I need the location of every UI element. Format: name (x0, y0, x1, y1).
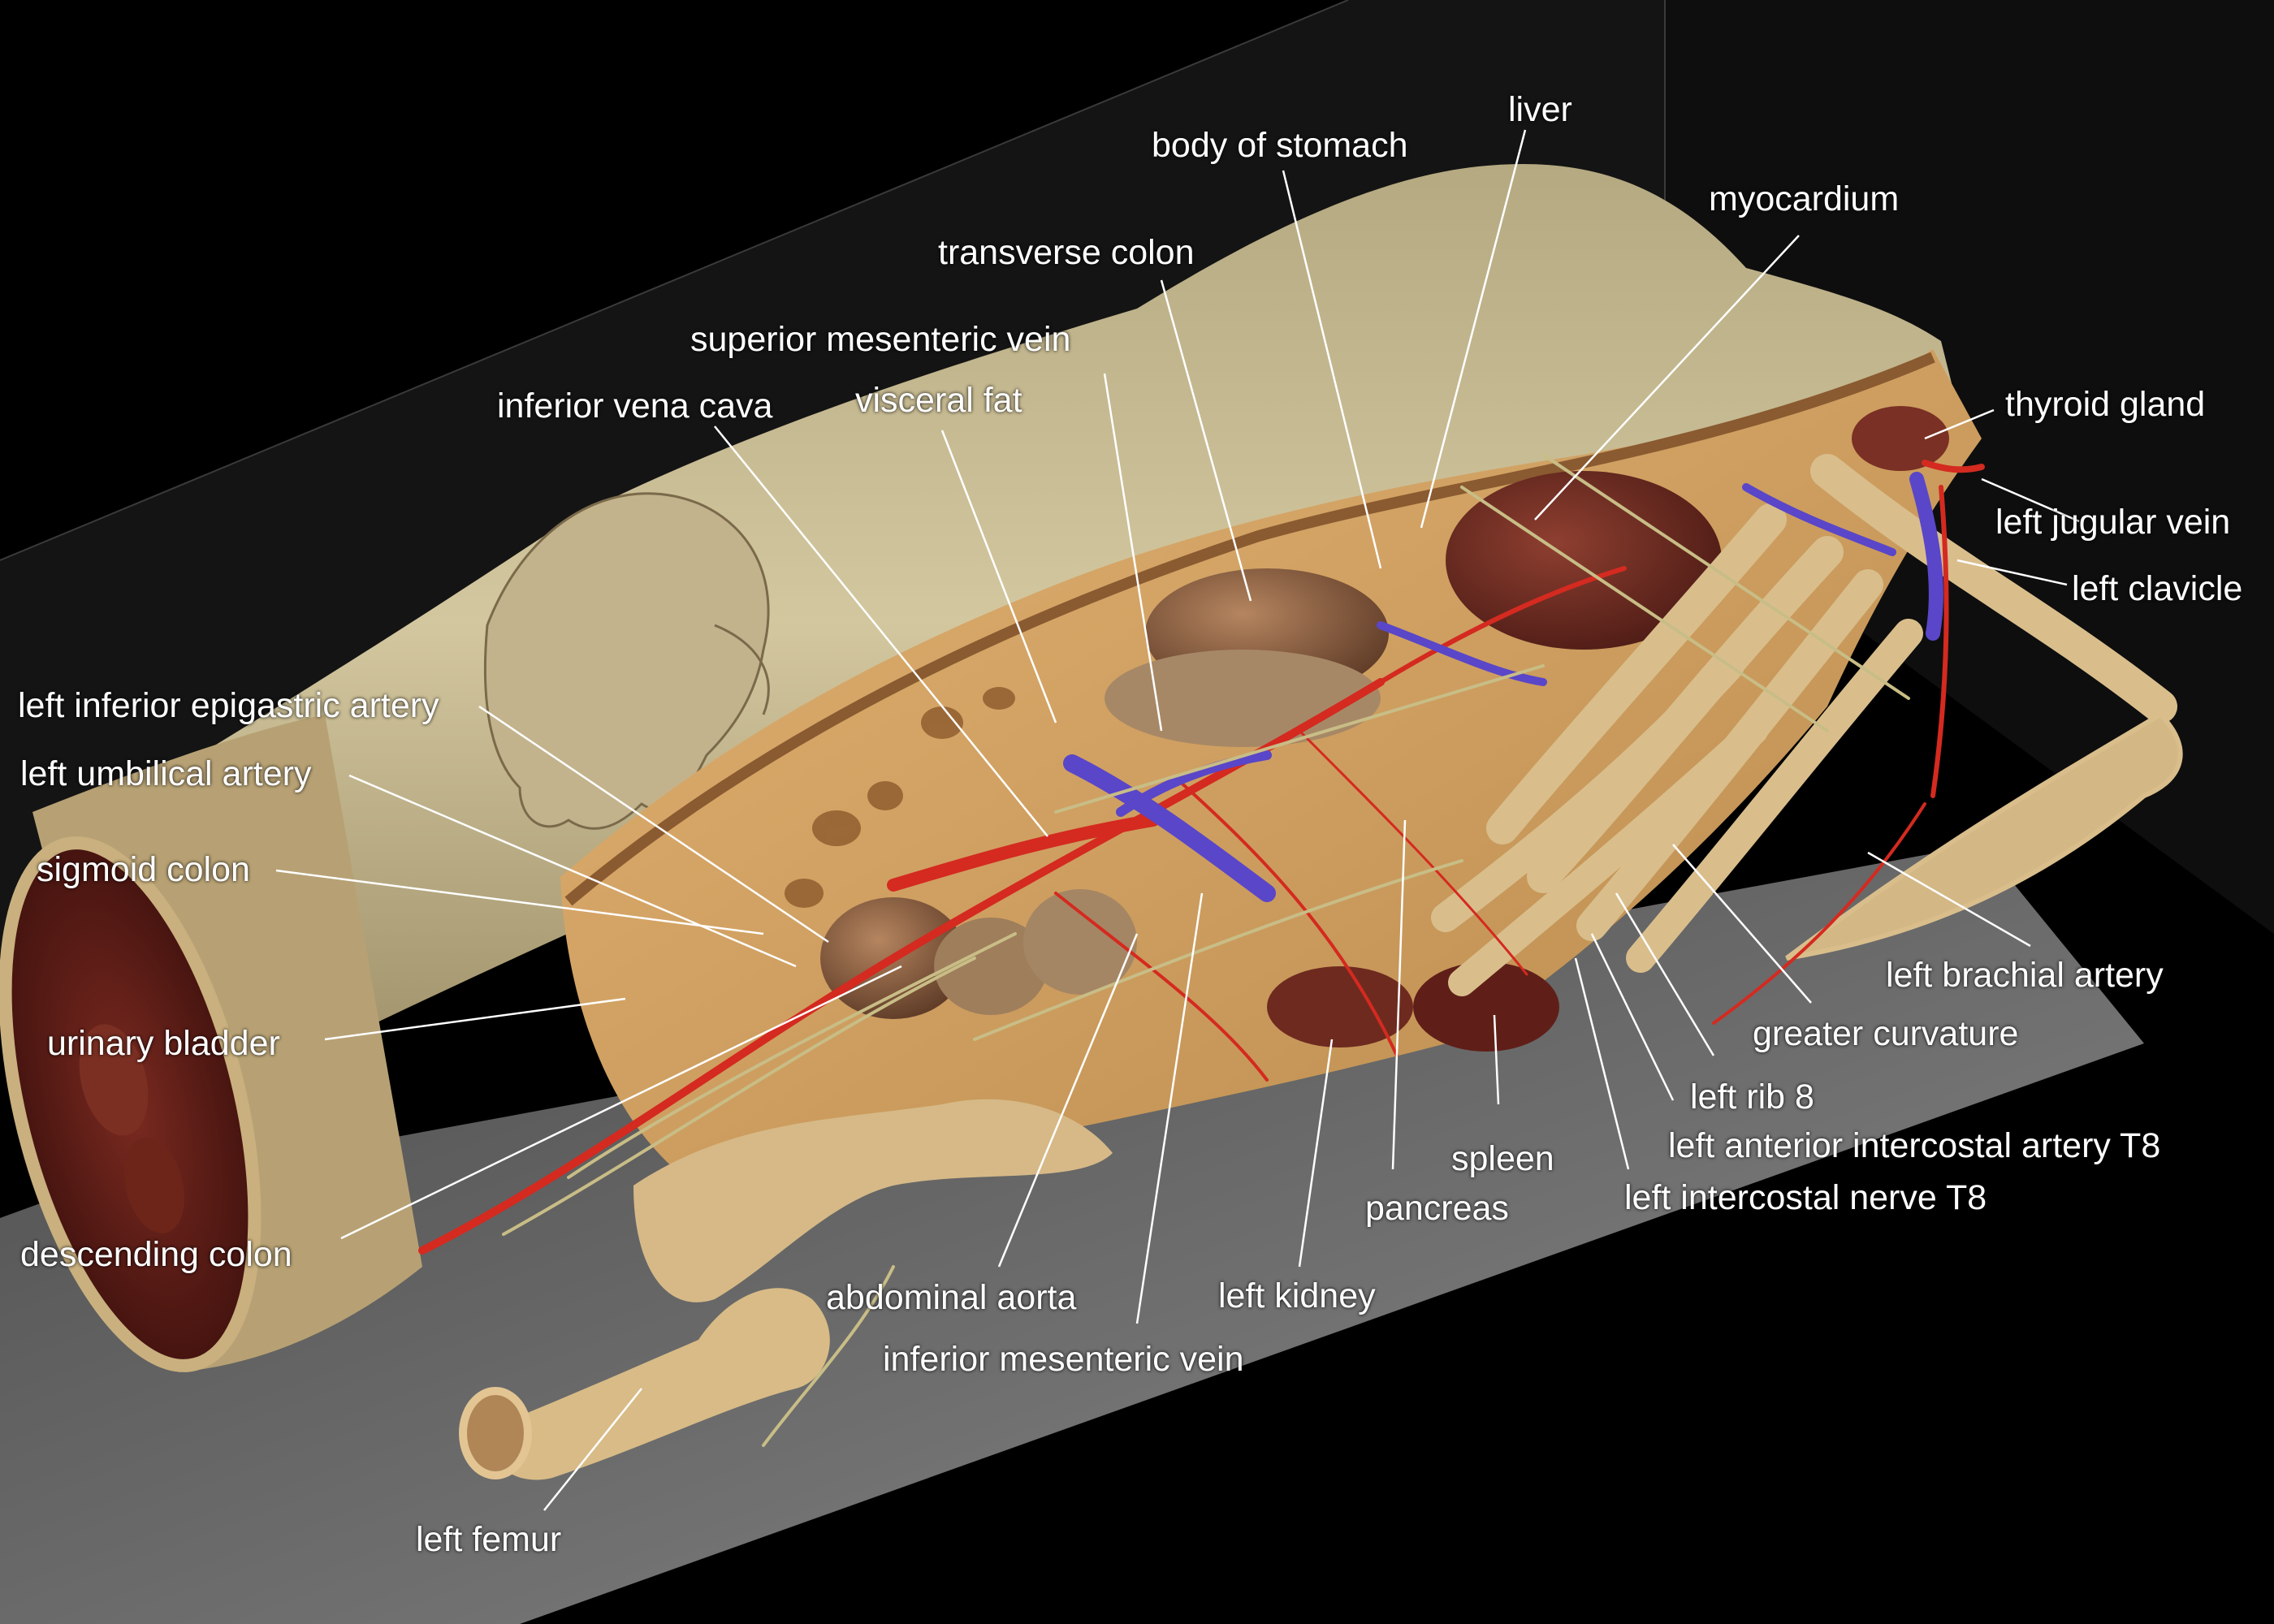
label-sigmoid-colon: sigmoid colon (37, 850, 250, 889)
label-visceral-fat: visceral fat (855, 381, 1022, 420)
label-greater-curvature: greater curvature (1753, 1014, 2019, 1053)
leader-lines (275, 129, 2080, 1511)
label-left-inferior-epigastric-artery: left inferior epigastric artery (18, 686, 439, 725)
heart (1446, 471, 1722, 650)
label-left-jugular-vein: left jugular vein (1995, 503, 2231, 542)
pelvis-femur (459, 1099, 1113, 1480)
thigh-section (0, 715, 422, 1372)
label-left-anterior-intercostal-artery-t8: left anterior intercostal artery T8 (1668, 1126, 2161, 1165)
label-left-clavicle: left clavicle (2072, 569, 2243, 608)
nerves (502, 453, 1910, 1447)
femur (487, 1288, 830, 1480)
label-left-kidney: left kidney (1218, 1276, 1376, 1315)
left-kidney-organ (1267, 966, 1413, 1047)
transverse-colon (1105, 650, 1381, 747)
thyroid (1852, 406, 1949, 471)
rib-cage (1431, 454, 2183, 996)
label-inferior-vena-cava: inferior vena cava (497, 387, 773, 425)
label-superior-mesenteric-vein: superior mesenteric vein (690, 320, 1071, 359)
label-urinary-bladder: urinary bladder (47, 1024, 280, 1063)
label-left-intercostal-nerve-t8: left intercostal nerve T8 (1624, 1178, 1987, 1217)
label-inferior-mesenteric-vein: inferior mesenteric vein (883, 1340, 1244, 1379)
label-left-brachial-artery: left brachial artery (1886, 956, 2164, 995)
label-descending-colon: descending colon (20, 1235, 292, 1274)
label-pancreas: pancreas (1365, 1189, 1509, 1228)
veins (1063, 472, 1943, 902)
label-thyroid-gland: thyroid gland (2005, 385, 2206, 424)
label-left-rib-8: left rib 8 (1690, 1078, 1814, 1116)
label-body-of-stomach: body of stomach (1152, 126, 1408, 165)
label-myocardium: myocardium (1709, 179, 1900, 218)
femur-cut-end (459, 1387, 532, 1479)
label-liver: liver (1508, 90, 1572, 129)
arteries (418, 460, 1985, 1255)
label-abdominal-aorta: abdominal aorta (826, 1278, 1077, 1317)
label-left-femur: left femur (416, 1520, 562, 1559)
label-transverse-colon: transverse colon (938, 233, 1195, 272)
label-left-umbilical-artery: left umbilical artery (20, 754, 312, 793)
label-spleen: spleen (1451, 1139, 1554, 1178)
hand (483, 492, 770, 830)
